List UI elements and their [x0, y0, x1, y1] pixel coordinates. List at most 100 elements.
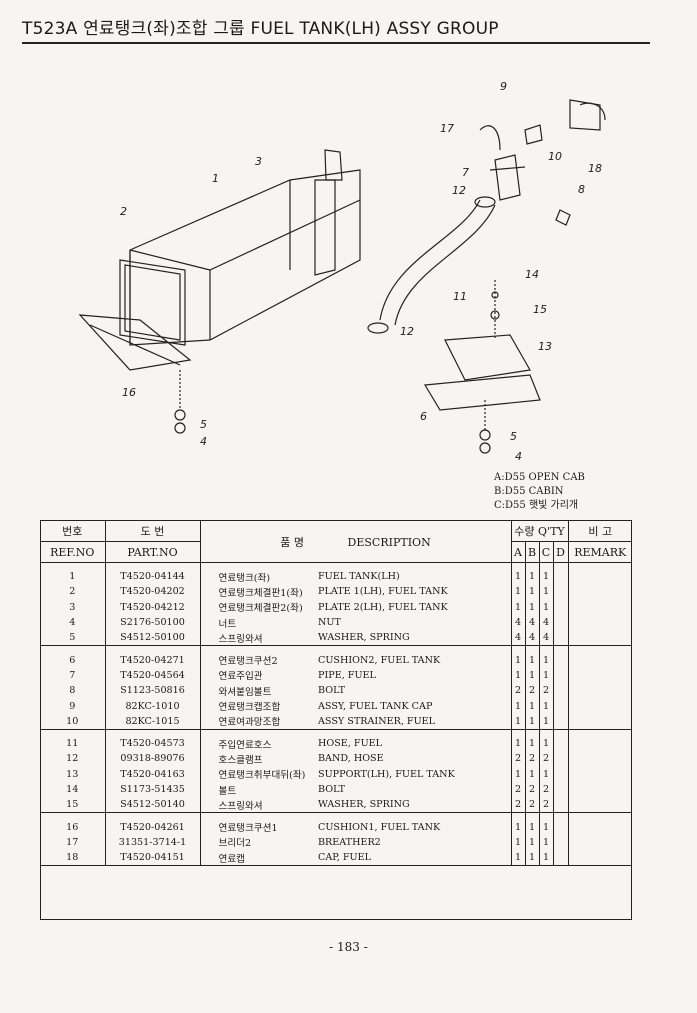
ref-cell: 2 [69, 586, 76, 598]
qty-d-cell [552, 751, 568, 767]
qty-a-cell: 1 [510, 713, 525, 730]
header-remark-ko: 비 고 [567, 520, 632, 542]
qty-b-cell: 1 [524, 599, 539, 615]
callout-11: 11 [453, 290, 467, 303]
description-cell: SUPPORT(LH), FUEL TANK [318, 768, 455, 780]
qty-d-cell [552, 850, 568, 867]
qty-a-cell: 1 [510, 667, 525, 684]
table-bottom-rule [40, 919, 632, 920]
qty-d-cell [552, 562, 568, 585]
part-no-cell: S4512-50100 [104, 630, 200, 647]
qty-d-cell [552, 630, 568, 647]
ref-cell: 16 [66, 821, 79, 833]
qty-a-cell: 1 [510, 645, 525, 668]
callout-1: 1 [212, 172, 219, 185]
part-name-cell: 스프링와셔 [199, 630, 318, 647]
qty-a-cell: 2 [510, 797, 525, 814]
parts-table: 번호 도 번 품 명 DESCRIPTION 수량 Q'TY 비 고 REF.N… [40, 520, 632, 867]
part-name-cell: 연료탱크캡조합 [199, 698, 318, 714]
qty-a-cell: 1 [510, 850, 525, 867]
qty-a-cell: 1 [510, 562, 525, 585]
remark-cell [567, 850, 632, 867]
qty-b-cell: 4 [524, 630, 539, 647]
part-name-cell: 너트 [199, 614, 318, 631]
description-cell: BOLT [318, 784, 346, 795]
part-no-cell: S1123-50816 [104, 683, 200, 699]
qty-b-cell: 1 [524, 729, 539, 752]
description-cell: PIPE, FUEL [318, 669, 376, 681]
ref-cell: 14 [66, 784, 79, 795]
remark-cell [567, 713, 632, 730]
title-rule [22, 42, 650, 44]
remark-cell [567, 630, 632, 647]
qty-c-cell: 1 [538, 713, 553, 730]
ref-cell: 7 [69, 669, 76, 681]
plate-front [119, 259, 186, 346]
qty-d-cell [552, 614, 568, 631]
callout-6: 6 [420, 410, 427, 423]
callout-12a: 12 [452, 184, 466, 197]
ref-cell: 3 [69, 601, 76, 613]
header-qty-b: B [524, 541, 539, 563]
description-cell: BAND, HOSE [318, 753, 384, 765]
part-name-cell: 연료캡 [199, 850, 318, 867]
qty-c-cell: 2 [538, 683, 553, 699]
qty-d-cell [552, 729, 568, 752]
qty-c-cell: 1 [538, 698, 553, 714]
part-no-cell: 09318-89076 [104, 751, 200, 767]
legend-line: B:D55 CABIN [494, 486, 564, 497]
remark-cell [567, 614, 632, 631]
page-number: - 183 - [329, 940, 368, 954]
qty-c-cell: 2 [538, 781, 553, 798]
qty-b-cell: 1 [524, 698, 539, 714]
header-remark-en: REMARK [567, 541, 632, 563]
qty-c-cell: 1 [538, 834, 553, 851]
qty-d-cell [552, 584, 568, 600]
description-cell: WASHER, SPRING [318, 797, 511, 814]
remark-cell [567, 584, 632, 600]
remark-cell [567, 797, 632, 814]
qty-b-cell: 1 [524, 645, 539, 668]
header-description: DESCRIPTION [347, 535, 431, 549]
part-no-cell: 82KC-1015 [104, 713, 200, 730]
qty-d-cell [552, 797, 568, 814]
remark-cell [567, 599, 632, 615]
part-name-cell: 연료탱크쿠션1 [199, 812, 318, 835]
ref-cell: 9 [69, 700, 76, 712]
part-no-cell: 82KC-1010 [104, 698, 200, 714]
part-no-cell: 31351-3714-1 [104, 834, 200, 851]
part-no-cell: T4520-04144 [104, 562, 200, 585]
description-cell: BOLT [318, 685, 346, 697]
part-name-cell: 브리더2 [199, 834, 318, 851]
part-no-cell: T4520-04163 [104, 766, 200, 782]
qty-d-cell [552, 812, 568, 835]
exploded-parts-diagram: 1 2 3 4 5 6 7 8 9 10 11 12 12 13 14 15 1… [78, 80, 606, 463]
qty-b-cell: 1 [524, 562, 539, 585]
part-name-cell: 연료주입관 [199, 667, 318, 684]
qty-c-cell: 1 [538, 812, 553, 835]
qty-b-cell: 1 [524, 584, 539, 600]
description-cell: PLATE 2(LH), FUEL TANK [318, 601, 448, 613]
remark-cell [567, 834, 632, 851]
callout-4: 4 [200, 435, 207, 448]
ref-cell: 18 [40, 850, 105, 867]
description-cell: ASSY STRAINER, FUEL [318, 713, 511, 730]
qty-c-cell: 1 [538, 562, 553, 585]
part-name-cell: 스프링와셔 [199, 797, 318, 814]
qty-d-cell [552, 781, 568, 798]
qty-b-cell: 2 [524, 797, 539, 814]
callout-17: 17 [440, 122, 454, 135]
qty-d-cell [552, 683, 568, 699]
page-title: T523A 연료탱크(좌)조합 그룹 FUEL TANK(LH) ASSY GR… [22, 19, 499, 39]
qty-c-cell: 4 [538, 630, 553, 647]
